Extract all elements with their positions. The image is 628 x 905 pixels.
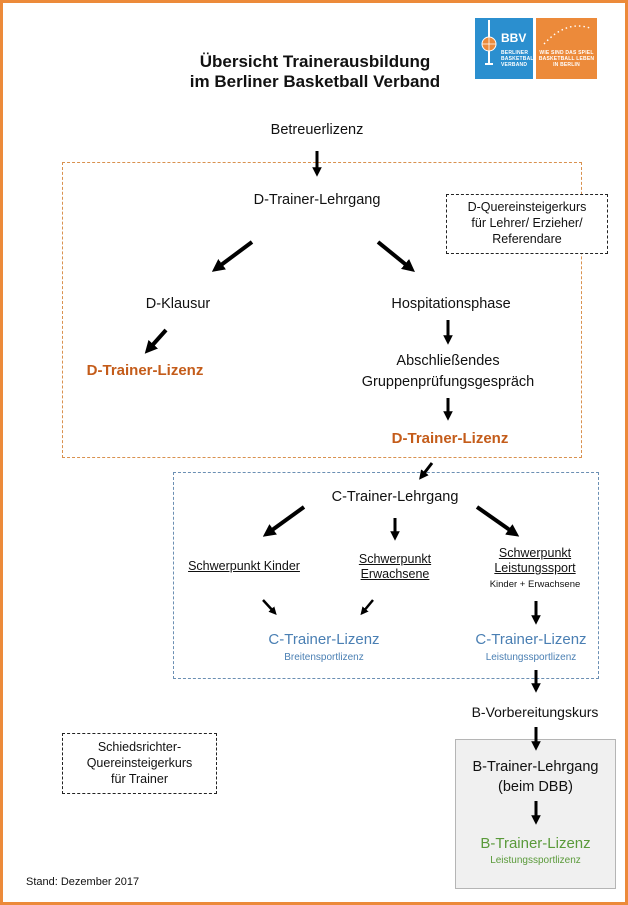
slogan-line-2: BASKETBALL LEBEN [538, 56, 595, 62]
dotted-arc-icon [543, 25, 591, 45]
d-trainer-region [62, 162, 582, 458]
node-breitensportlizenz: Breitensportlizenz [284, 652, 364, 663]
node-b-trainer-lehrgang: B-Trainer-Lehrgang [472, 759, 599, 775]
tv-tower-basketball-icon [481, 20, 497, 65]
d-quer-line-1: D-Quereinsteigerkurs [467, 200, 587, 214]
arrow-kinder-breit [262, 599, 277, 615]
node-d-trainer-lehrgang: D-Trainer-Lehrgang [253, 192, 381, 208]
logo-sub-1: BERLINER [501, 50, 529, 56]
node-schwerpunkt-leistung-2: Leistungssport [494, 561, 576, 575]
node-c-trainer-lizenz-leist: C-Trainer-Lizenz [475, 631, 587, 648]
schiri-line-1: Schiedsrichter- [97, 740, 182, 754]
bbv-logo: BBV BERLINER BASKETBALL VERBAND [475, 18, 537, 79]
bbv-slogan-logo: WIE SIND DAS SPIEL BASKETBALL LEBEN IN B… [536, 18, 597, 79]
c-trainer-region [173, 472, 599, 679]
node-schwerpunkt-leistung-1: Schwerpunkt [498, 546, 572, 560]
arrow-dlehrgang-klausur [211, 240, 254, 272]
node-betreuerlizenz: Betreuerlizenz [270, 122, 364, 138]
node-d-trainer-lizenz-left: D-Trainer-Lizenz [86, 362, 204, 379]
node-c-trainer-lehrgang: C-Trainer-Lehrgang [331, 489, 459, 505]
box-d-quereinsteigerkurs: D-Quereinsteigerkurs für Lehrer/ Erziehe… [446, 194, 608, 254]
logo-sub-3: VERBAND [501, 62, 528, 68]
arrow-dlizenz-clehrgang [419, 462, 434, 480]
node-gruppenpruefungsgespraech: Gruppenprüfungsgespräch [361, 374, 535, 390]
footer-stand: Stand: Dezember 2017 [26, 876, 140, 888]
d-quer-line-2: für Lehrer/ Erzieher/ [471, 216, 583, 230]
logo-name: BBV [501, 31, 527, 45]
node-d-trainer-lizenz-right: D-Trainer-Lizenz [391, 430, 509, 447]
slogan-line-3: IN BERLIN [553, 62, 580, 68]
node-schwerpunkt-erwachsene-2: Erwachsene [360, 567, 430, 581]
node-leistungssportlizenz-c: Leistungssportlizenz [485, 652, 577, 663]
node-hospitationsphase: Hospitationsphase [391, 296, 511, 312]
slogan-line-1: WIE SIND DAS SPIEL [539, 50, 594, 56]
node-b-vorbereitungskurs: B-Vorbereitungskurs [471, 704, 599, 720]
arrow-clehrgang-kinder [262, 505, 306, 537]
schiri-line-3: für Trainer [111, 772, 168, 786]
node-schwerpunkt-kinder: Schwerpunkt Kinder [188, 559, 300, 573]
arrow-clehrgang-leistung [475, 505, 520, 537]
node-leistungssportlizenz-b: Leistungssportlizenz [490, 855, 581, 866]
title-line-1: Übersicht Trainerausbildung [199, 52, 431, 71]
node-b-trainer-lizenz: B-Trainer-Lizenz [480, 835, 591, 852]
box-schiedsrichter-quereinsteigerkurs: Schiedsrichter- Quereinsteigerkurs für T… [62, 733, 217, 794]
node-abschliessendes: Abschließendes [396, 353, 500, 369]
node-beim-dbb: (beim DBB) [498, 779, 573, 795]
schiri-line-2: Quereinsteigerkurs [86, 756, 193, 770]
arrow-erwachsene-breit [360, 599, 374, 616]
logo-sub-2: BASKETBALL [501, 56, 537, 62]
node-d-klausur: D-Klausur [145, 296, 211, 312]
arrow-dlehrgang-hospitation [376, 240, 415, 273]
arrow-klausur-dlizenz [144, 328, 168, 354]
title-line-2: im Berliner Basketball Verband [189, 72, 441, 91]
node-schwerpunkt-erwachsene-1: Schwerpunkt [358, 552, 432, 566]
page-title: Übersicht Trainerausbildung im Berliner … [130, 52, 500, 92]
node-c-trainer-lizenz-breit: C-Trainer-Lizenz [268, 631, 380, 648]
d-quer-line-3: Referendare [492, 232, 562, 246]
node-kinder-erwachsene: Kinder + Erwachsene [489, 579, 581, 590]
